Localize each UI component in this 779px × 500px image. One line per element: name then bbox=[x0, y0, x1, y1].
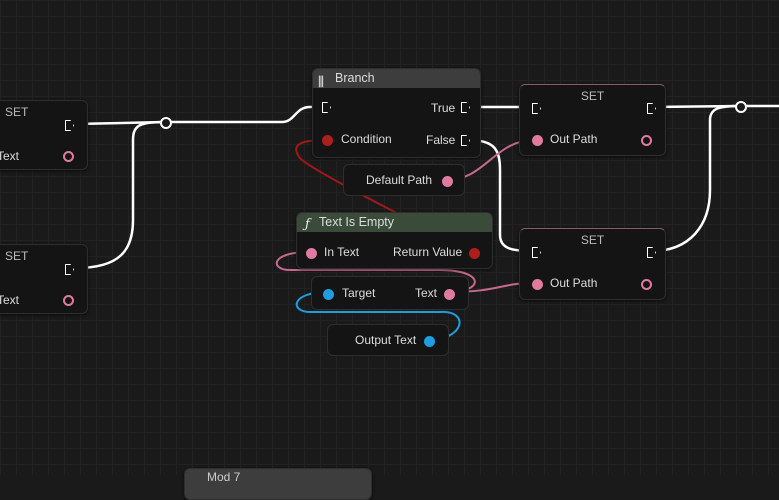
true-exec-pin[interactable] bbox=[461, 102, 470, 113]
pin-label: Out Path bbox=[550, 132, 598, 146]
target-label: Target bbox=[342, 286, 376, 300]
exec-in-pin[interactable] bbox=[532, 103, 541, 114]
exec-in-pin[interactable] bbox=[322, 102, 331, 113]
object-wire bbox=[295, 291, 461, 341]
return-value-label: Return Value bbox=[393, 245, 463, 259]
false-label: False bbox=[426, 133, 456, 147]
output-text-node[interactable]: Output Text bbox=[327, 324, 449, 356]
pin-label: Text bbox=[0, 293, 20, 307]
branch-node[interactable]: ⫼ Branch True Condition False bbox=[312, 68, 481, 158]
target-pin[interactable] bbox=[323, 289, 334, 300]
default-path-node[interactable]: Default Path bbox=[343, 164, 465, 196]
pin-label: Text bbox=[0, 149, 20, 163]
text-is-empty-node[interactable]: ƒ Text Is Empty In Text Return Value bbox=[296, 212, 493, 269]
node-title: SET bbox=[580, 89, 605, 103]
exec-wire bbox=[650, 104, 779, 109]
text-label: Text bbox=[415, 286, 438, 300]
reroute-knot[interactable] bbox=[735, 101, 747, 113]
var-label: Output Text bbox=[355, 333, 417, 347]
return-value-pin[interactable] bbox=[469, 248, 480, 259]
text-wire bbox=[275, 251, 476, 293]
exec-wire bbox=[466, 138, 536, 253]
condition-pin[interactable] bbox=[322, 135, 333, 146]
text-in-pin[interactable] bbox=[532, 135, 543, 146]
condition-label: Condition bbox=[341, 132, 392, 146]
reroute-knot[interactable] bbox=[160, 117, 172, 129]
exec-out-pin[interactable] bbox=[647, 103, 656, 114]
exec-wire bbox=[163, 105, 327, 124]
text-in-pin[interactable] bbox=[532, 279, 543, 290]
set-node-true[interactable]: SET Out Path bbox=[519, 84, 666, 156]
function-node-header: ƒ Text Is Empty bbox=[297, 213, 492, 232]
branch-node-header: ⫼ Branch bbox=[313, 69, 480, 89]
partial-node-bottom[interactable]: Mod 7 bbox=[184, 468, 372, 500]
exec-out-pin[interactable] bbox=[65, 264, 74, 275]
text-out-pin[interactable] bbox=[442, 176, 453, 187]
text-out-pin[interactable] bbox=[641, 279, 652, 290]
exec-wire bbox=[650, 104, 742, 253]
text-out-pin[interactable] bbox=[63, 295, 74, 306]
exec-out-pin[interactable] bbox=[65, 120, 74, 131]
exec-in-pin[interactable] bbox=[532, 247, 541, 258]
node-title: SET bbox=[5, 249, 29, 263]
text-out-pin[interactable] bbox=[63, 151, 74, 162]
text-out-pin[interactable] bbox=[444, 289, 455, 300]
exec-wire bbox=[74, 120, 167, 270]
node-title: Mod 7 bbox=[207, 470, 241, 484]
text-out-pin[interactable] bbox=[641, 135, 652, 146]
set-node-left-top[interactable]: SET Text bbox=[0, 100, 88, 170]
object-out-pin[interactable] bbox=[424, 336, 435, 347]
exec-out-pin[interactable] bbox=[647, 247, 656, 258]
get-text-node[interactable]: Target Text bbox=[311, 276, 469, 310]
set-node-false[interactable]: SET Out Path bbox=[519, 228, 666, 300]
branch-icon: ⫼ bbox=[318, 74, 324, 89]
node-title: Branch bbox=[335, 71, 375, 85]
true-label: True bbox=[431, 101, 456, 115]
node-title: Text Is Empty bbox=[319, 215, 395, 229]
pin-label: Out Path bbox=[550, 276, 598, 290]
node-title: SET bbox=[5, 105, 29, 119]
function-icon: ƒ bbox=[305, 217, 310, 232]
in-text-pin[interactable] bbox=[306, 248, 317, 259]
var-label: Default Path bbox=[366, 173, 433, 187]
set-node-left-bottom[interactable]: SET Text bbox=[0, 244, 88, 314]
false-exec-pin[interactable] bbox=[461, 135, 470, 146]
node-title: SET bbox=[580, 233, 605, 247]
in-text-label: In Text bbox=[324, 245, 360, 259]
